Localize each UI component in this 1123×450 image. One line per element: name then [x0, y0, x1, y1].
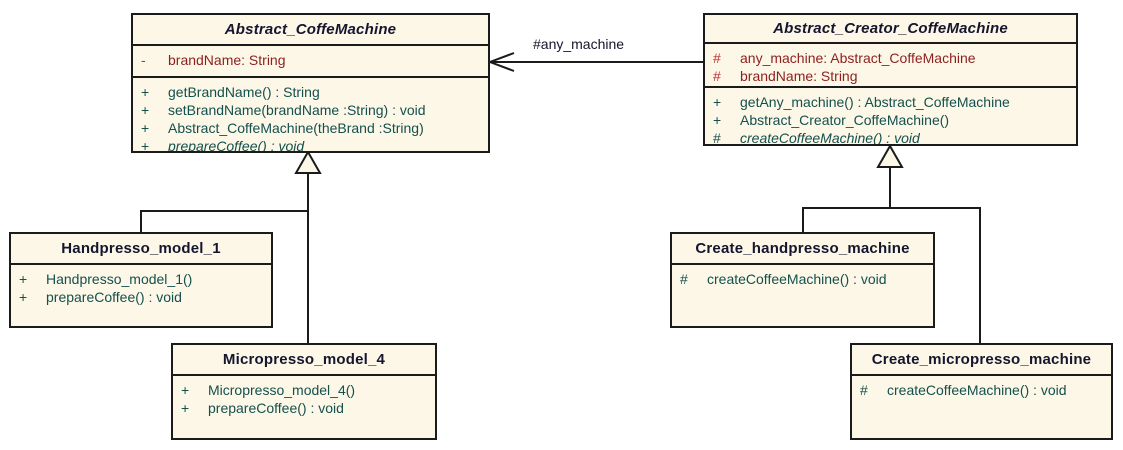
visibility-sign: # — [713, 129, 721, 144]
method-row: + setBrandName(brandName :String) : void — [141, 101, 484, 119]
method-text: Abstract_Creator_CoffeMachine() — [740, 111, 950, 128]
visibility-sign: # — [680, 271, 688, 287]
visibility-sign: # — [860, 382, 868, 398]
method-text: getAny_machine() : Abstract_CoffeMachine — [740, 93, 1010, 110]
method-row-abstract: + prepareCoffee() : void — [141, 137, 484, 151]
class-title: Create_micropresso_machine — [871, 351, 1092, 368]
method-row: + Abstract_CoffeMachine(theBrand :String… — [141, 119, 484, 137]
visibility-sign: + — [181, 382, 190, 398]
visibility-sign: + — [19, 289, 28, 305]
methods-compartment: + Handpresso_model_1() + prepareCoffee()… — [11, 263, 271, 326]
visibility-sign: # — [713, 68, 721, 84]
visibility-sign: + — [141, 101, 150, 118]
method-row: # createCoffeeMachine() : void — [860, 381, 1107, 399]
methods-compartment: # createCoffeeMachine() : void — [852, 374, 1111, 438]
method-text: prepareCoffee() : void — [46, 289, 182, 305]
association-any-machine-arrow[interactable] — [487, 52, 703, 72]
visibility-sign: + — [181, 400, 190, 416]
method-row: + Micropresso_model_4() — [181, 381, 431, 399]
methods-compartment: + getBrandName() : String + setBrandName… — [133, 75, 488, 151]
class-abstract-creator-coffemachine[interactable]: Abstract_Creator_CoffeMachine # any_mach… — [703, 13, 1078, 146]
class-title: Abstract_CoffeMachine — [224, 21, 397, 38]
visibility-sign: + — [141, 119, 150, 136]
class-title: Abstract_Creator_CoffeMachine — [773, 20, 1008, 37]
method-text: setBrandName(brandName :String) : void — [168, 101, 426, 118]
method-row: # createCoffeeMachine() : void — [680, 270, 929, 288]
visibility-sign: + — [713, 111, 722, 128]
attribute-row: # brandName: String — [713, 67, 1072, 85]
visibility-sign: + — [141, 83, 150, 100]
method-text: getBrandName() : String — [168, 83, 320, 100]
method-row: + Abstract_Creator_CoffeMachine() — [713, 111, 1072, 129]
method-row: + prepareCoffee() : void — [19, 288, 267, 306]
method-text: prepareCoffee() : void — [168, 137, 305, 151]
attribute-text: brandName: String — [168, 52, 286, 68]
methods-compartment: + getAny_machine() : Abstract_CoffeMachi… — [705, 85, 1076, 144]
class-micropresso-model-4[interactable]: Micropresso_model_4 + Micropresso_model_… — [171, 343, 437, 440]
method-text: Micropresso_model_4() — [208, 382, 356, 398]
method-text: Abstract_CoffeMachine(theBrand :String) — [168, 119, 424, 136]
attributes-compartment: # any_machine: Abstract_CoffeMachine # b… — [705, 42, 1076, 86]
visibility-sign: + — [141, 137, 150, 151]
method-row: + getBrandName() : String — [141, 83, 484, 101]
method-text: Handpresso_model_1() — [46, 271, 193, 287]
class-create-micropresso-machine[interactable]: Create_micropresso_machine # createCoffe… — [850, 343, 1113, 440]
class-title: Handpresso_model_1 — [61, 240, 221, 257]
attribute-text: brandName: String — [740, 68, 858, 84]
visibility-sign: + — [713, 93, 722, 110]
method-text: prepareCoffee() : void — [208, 400, 344, 416]
visibility-sign: - — [141, 52, 146, 68]
method-row: + getAny_machine() : Abstract_CoffeMachi… — [713, 93, 1072, 111]
method-row: + prepareCoffee() : void — [181, 399, 431, 417]
method-text: createCoffeeMachine() : void — [740, 129, 920, 144]
attribute-row: # any_machine: Abstract_CoffeMachine — [713, 49, 1072, 67]
attribute-row: - brandName: String — [141, 51, 484, 69]
attributes-compartment: - brandName: String — [133, 44, 488, 76]
methods-compartment: # createCoffeeMachine() : void — [672, 263, 933, 326]
class-title: Micropresso_model_4 — [222, 351, 386, 368]
class-create-handpresso-machine[interactable]: Create_handpresso_machine # createCoffee… — [670, 232, 935, 328]
generalization-right-tree[interactable] — [802, 143, 981, 343]
method-text: createCoffeeMachine() : void — [887, 382, 1067, 398]
method-row-abstract: # createCoffeeMachine() : void — [713, 129, 1072, 144]
visibility-sign: + — [19, 271, 28, 287]
method-text: createCoffeeMachine() : void — [707, 271, 887, 287]
association-label: #any_machine — [533, 36, 625, 52]
methods-compartment: + Micropresso_model_4() + prepareCoffee(… — [173, 374, 435, 438]
generalization-left-tree[interactable] — [140, 149, 322, 343]
class-abstract-coffemachine[interactable]: Abstract_CoffeMachine - brandName: Strin… — [131, 13, 490, 153]
attribute-text: any_machine: Abstract_CoffeMachine — [740, 50, 976, 66]
class-title: Create_handpresso_machine — [695, 240, 910, 257]
method-row: + Handpresso_model_1() — [19, 270, 267, 288]
class-handpresso-model-1[interactable]: Handpresso_model_1 + Handpresso_model_1(… — [9, 232, 273, 328]
visibility-sign: # — [713, 50, 721, 66]
